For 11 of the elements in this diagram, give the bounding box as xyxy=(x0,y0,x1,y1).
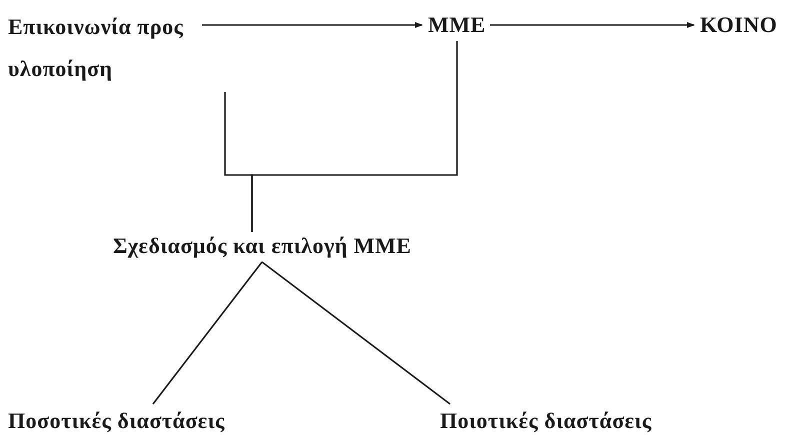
node-label: Σχεδιασμός και επιλογή ΜΜΕ xyxy=(113,232,412,260)
connector-line xyxy=(152,262,263,404)
node-label: ΚΟΙΝΟ xyxy=(700,11,778,39)
node-label: Επικοινωνία προς υλοποίηση xyxy=(8,6,198,90)
node-label: Ποσοτικές διαστάσεις xyxy=(8,408,225,434)
node-label: Ποιοτικές διαστάσεις xyxy=(440,408,652,434)
arrow xyxy=(202,22,423,28)
connector-line xyxy=(251,41,458,232)
arrow xyxy=(490,22,695,28)
connector-line xyxy=(262,261,450,405)
node-label: ΜΜΕ xyxy=(428,11,486,39)
